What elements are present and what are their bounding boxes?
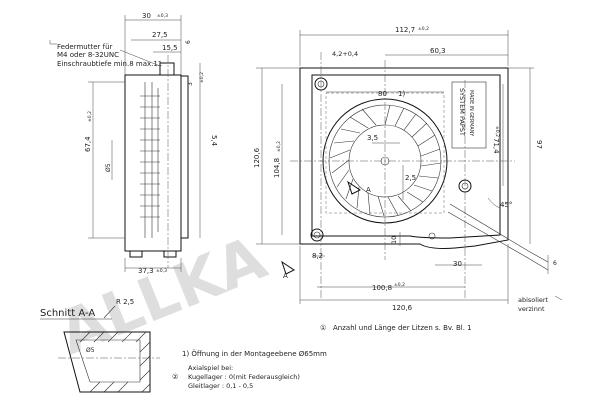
litzen-note: Anzahl und Länge der Litzen s. Bv. Bl. 1 xyxy=(333,324,472,332)
dim-cable-6: 6 xyxy=(553,260,557,267)
dim-30-front: 30 xyxy=(453,260,462,268)
dim-angle: 45° xyxy=(500,201,512,209)
tol-112-7: ±0,2 xyxy=(418,26,429,32)
axial-marker: ② xyxy=(172,373,178,381)
dim-6: 6 xyxy=(185,40,192,44)
side-hub xyxy=(180,75,189,239)
side-inlet-slots xyxy=(144,82,159,238)
dim-80: 80 xyxy=(378,90,387,98)
side-body xyxy=(124,74,182,252)
cable-note-1: abisoliert xyxy=(518,296,549,304)
dim-2-5: 2,5 xyxy=(405,174,416,182)
tol-67-4: ±0,2 xyxy=(87,111,93,122)
impeller-blades xyxy=(329,104,442,217)
dim-97: 97 xyxy=(535,140,543,149)
axial-line-2: Kugellager : 0(mit Federausgleich) xyxy=(188,373,300,381)
dim-112-7: 112,7 xyxy=(395,26,415,34)
axial-line-3: Gleitlager : 0,1 - 0,5 xyxy=(188,382,253,390)
side-foot-right xyxy=(163,250,177,258)
cable-lower xyxy=(447,211,549,271)
section-mark-top: A xyxy=(366,186,371,194)
section-profile xyxy=(63,331,151,393)
mounting-hole-bottom-left xyxy=(310,228,324,242)
tol-3: ±0,2 xyxy=(199,72,205,83)
label-plate xyxy=(451,81,487,149)
dim-15-5: 15,5 xyxy=(162,44,178,52)
tol-37-3: ±0,3 xyxy=(156,268,167,274)
dim-8-2: 8,2 xyxy=(312,252,323,260)
section-inner xyxy=(75,339,141,383)
side-top-flange xyxy=(159,62,175,76)
note-leader xyxy=(119,49,161,67)
label-made-in: MADE IN GERMANY xyxy=(468,90,474,136)
side-view: 30 ±0,3 27,5 15,5 5,4 6 3 ±0,2 67,4 ±0,2… xyxy=(49,12,218,275)
dim-3: 3 xyxy=(187,82,194,86)
tol-104-8: ±0,2 xyxy=(276,141,282,152)
opening-outline xyxy=(325,92,445,214)
label-brand: SYSTEM PAPST xyxy=(458,88,466,136)
section-title: Schnitt A-A xyxy=(40,308,95,319)
ground-symbol xyxy=(428,232,436,240)
watermark: ALLKA xyxy=(49,223,276,369)
section-dim: Ø5 xyxy=(86,347,95,354)
dim-67-4: 67,4 xyxy=(84,136,92,152)
litzen-marker: ① xyxy=(320,324,326,332)
housing-frame xyxy=(311,74,501,239)
tol-71-4: ±0,2 xyxy=(494,126,500,137)
note-line-3: Einschraubtiefe min.8 max.11 xyxy=(57,60,162,68)
dim-10: 10 xyxy=(390,236,398,244)
cable-note-2: verzinnt xyxy=(518,305,545,313)
axial-line-1: Axialspiel bei: xyxy=(188,364,233,372)
front-view: SYSTEM PAPST MADE IN GERMANY 6 abisolier… xyxy=(253,26,563,332)
dim-71-4: 71,4 xyxy=(492,138,500,154)
dim-100-8: 100,8 xyxy=(372,284,392,292)
note-1: 1) Öffnung in der Montageebene Ø65mm xyxy=(182,349,327,358)
section-radius: R 2,5 xyxy=(116,298,134,306)
tol-100-8: ±0,2 xyxy=(394,282,405,288)
section-arrow-top xyxy=(347,180,361,195)
dim-d5: Ø5 xyxy=(105,163,112,172)
section-hatch xyxy=(79,331,151,393)
cable-upper xyxy=(449,203,549,263)
dim-4-2: 4,2+0,4 xyxy=(332,50,358,58)
housing-outline xyxy=(299,67,509,249)
note-line-1: Federmutter für xyxy=(57,43,113,51)
dim-27-5: 27,5 xyxy=(152,31,168,39)
section-arrow-bottom xyxy=(281,260,295,275)
dim-30: 30 xyxy=(142,12,151,20)
tol-30: ±0,3 xyxy=(157,13,168,19)
notes: 1) Öffnung in der Montageebene Ø65mm Axi… xyxy=(172,349,327,390)
dim-60-3: 60,3 xyxy=(430,47,446,55)
section-mark-bottom: A xyxy=(283,272,288,280)
side-foot-left xyxy=(129,250,143,258)
dim-80-note: 1) xyxy=(398,90,405,98)
dim-120-6-v: 120,6 xyxy=(253,147,261,168)
dim-120-6-h: 120,6 xyxy=(392,304,413,312)
note-line-2: M4 oder 8-32UNC xyxy=(57,51,119,59)
angle-arc xyxy=(487,197,501,209)
dim-37-3: 37,3 xyxy=(138,267,154,275)
dim-104-8: 104,8 xyxy=(273,158,281,178)
section-view: Schnitt A-A R 2,5 Ø5 xyxy=(40,298,160,393)
dim-5-4: 5,4 xyxy=(210,135,218,147)
dim-3-5: 3,5 xyxy=(367,134,378,142)
side-fins xyxy=(140,95,160,218)
